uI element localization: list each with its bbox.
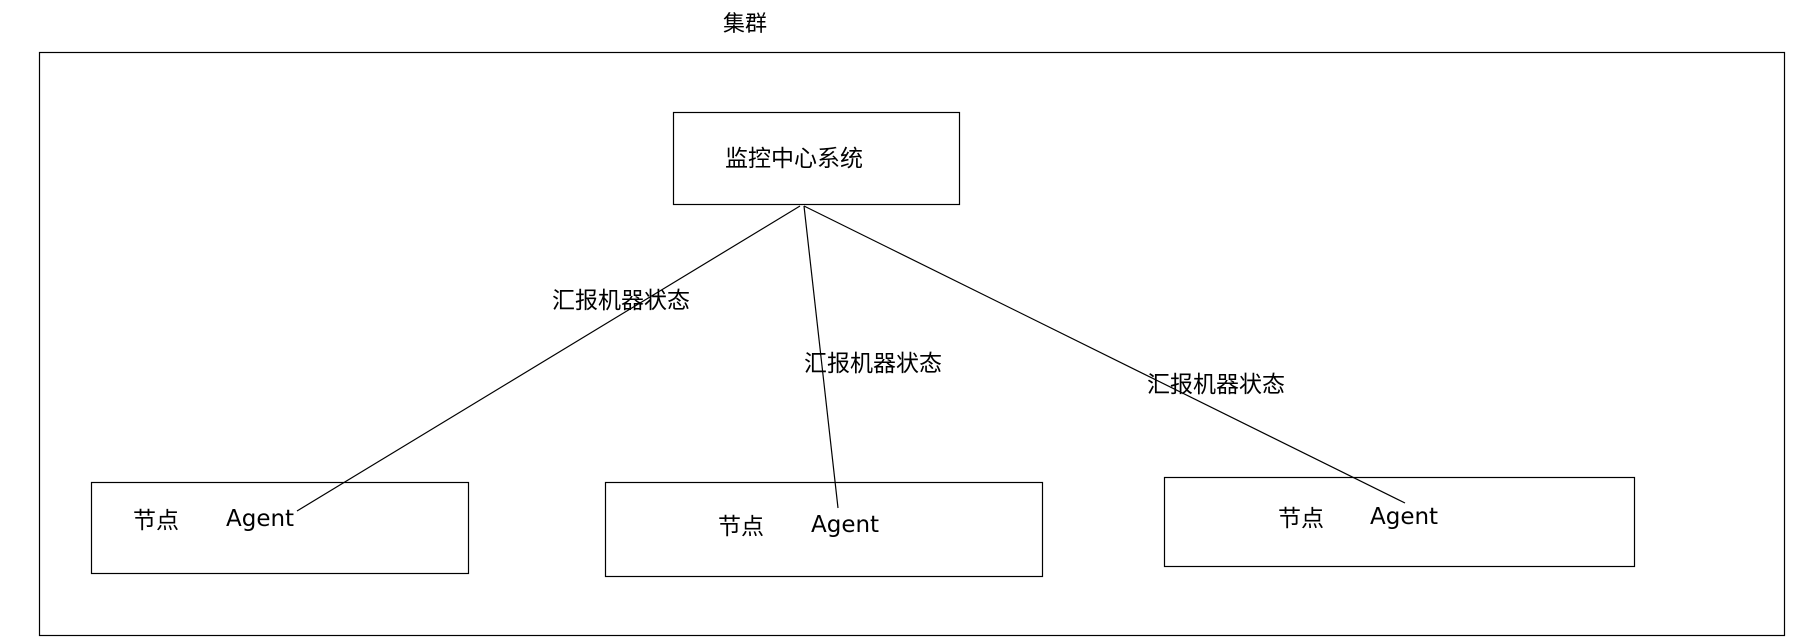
cluster-boundary: [38, 51, 1786, 637]
node-box-1: [90, 481, 470, 575]
node-label-3: 节点: [1278, 506, 1324, 532]
edge-label-3: 汇报机器状态: [1147, 372, 1285, 398]
node-box-3: [1163, 476, 1636, 568]
edge-label-2: 汇报机器状态: [804, 351, 942, 377]
agent-label-1: Agent: [226, 506, 295, 532]
node-label-2: 节点: [718, 514, 764, 540]
node-label-1: 节点: [133, 508, 179, 534]
edge-label-1: 汇报机器状态: [552, 288, 690, 314]
monitoring-center-box: [672, 111, 961, 206]
monitoring-center-label: 监控中心系统: [725, 146, 863, 172]
cluster-title: 集群: [723, 12, 768, 37]
edge-line-3: [803, 205, 1406, 504]
edge-line-2: [803, 205, 839, 509]
edge-line-1: [296, 205, 801, 512]
node-box-2: [604, 481, 1044, 578]
agent-label-3: Agent: [1370, 504, 1439, 530]
agent-label-2: Agent: [811, 512, 880, 538]
